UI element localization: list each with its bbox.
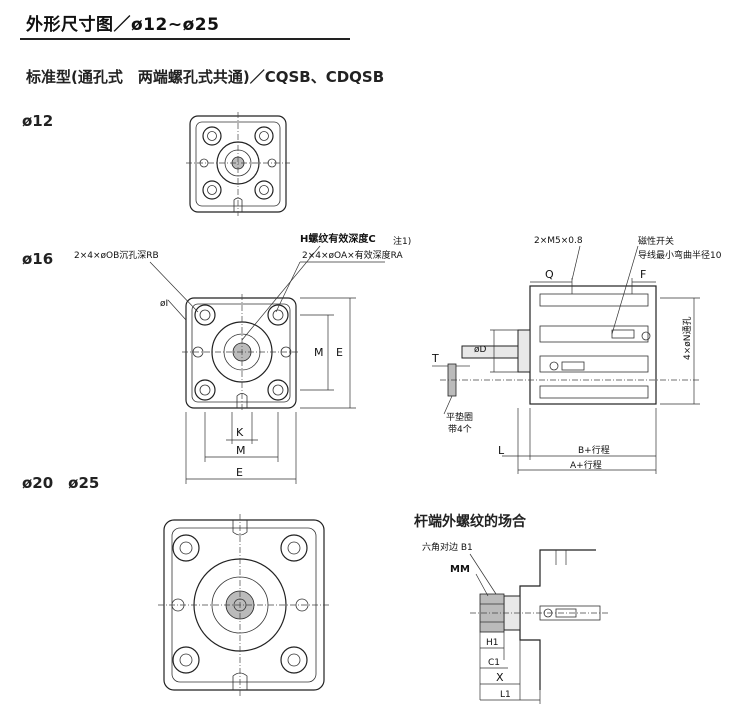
label-oa-thread: 2×4×øOA×有效深度RA <box>302 249 404 261</box>
drawing-rod-end-thread <box>469 549 610 704</box>
label-k: K <box>236 426 244 439</box>
header-title: 外形尺寸图／ø12~ø25 <box>26 15 220 35</box>
label-c1: C1 <box>488 658 500 668</box>
label-m-bottom: M <box>236 444 246 457</box>
label-hex: 六角对边 B1 <box>422 541 473 553</box>
label-washer-qty: 带4个 <box>448 424 472 435</box>
label-phi-d: øD <box>474 345 487 355</box>
label-e-side: E <box>336 346 343 359</box>
drawing-phi16-side <box>432 245 700 474</box>
label-magnetic-switch: 磁性开关 <box>638 235 674 247</box>
label-f: F <box>640 268 646 281</box>
label-m5: 2×M5×0.8 <box>534 236 583 246</box>
label-phi-i: øI <box>160 299 168 309</box>
label-a-stroke: A+行程 <box>570 459 602 471</box>
label-note1: 注1) <box>393 235 411 247</box>
label-min-bend-radius: 导线最小弯曲半径10 <box>638 249 722 261</box>
label-b-stroke: B+行程 <box>578 444 610 456</box>
label-mm: MM <box>450 564 470 575</box>
label-q: Q <box>545 268 554 281</box>
label-t: T <box>431 352 439 365</box>
drawing-phi16-front <box>149 245 385 484</box>
label-l1: L1 <box>500 690 511 700</box>
size-label-20-25: ø20 ø25 <box>22 474 100 492</box>
subtitle: 标准型(通孔式 两端螺孔式共通)／CQSB、CDQSB <box>26 68 385 86</box>
label-ob-counterbore: 2×4×øOB沉孔深RB <box>74 250 159 261</box>
label-h1: H1 <box>486 638 499 648</box>
size-label-16: ø16 <box>22 250 54 268</box>
label-washer: 平垫圈 <box>446 411 473 423</box>
size-label-12: ø12 <box>22 112 54 130</box>
label-x: X <box>496 671 504 684</box>
rod-section-title: 杆端外螺纹的场合 <box>414 514 526 530</box>
drawing-phi12-front <box>186 112 290 216</box>
drawing-phi20-25-front <box>158 514 330 696</box>
label-n-hole: 4×øN通孔 <box>682 316 693 360</box>
label-h-thread: H螺纹有效深度C <box>300 232 376 245</box>
label-m-side: M <box>314 346 324 359</box>
section-header: 外形尺寸图／ø12~ø25 <box>20 6 350 40</box>
label-l: L <box>498 444 505 457</box>
label-e-bottom: E <box>236 466 243 479</box>
